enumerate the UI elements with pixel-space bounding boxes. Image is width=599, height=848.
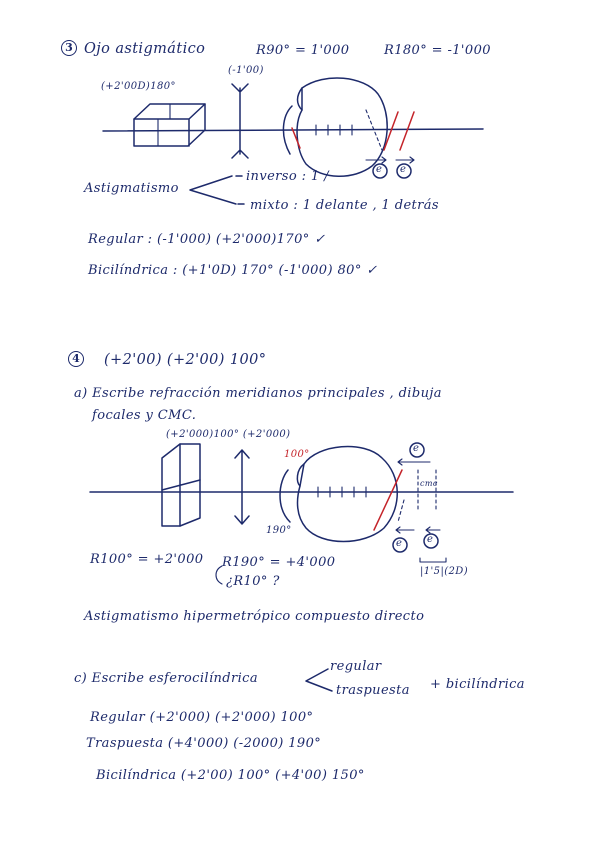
exercise-3-number: 3	[61, 40, 77, 56]
ex4-r100: R100° = +2'000	[90, 552, 204, 567]
ex4-focal-bottom-letter-2: e	[427, 534, 434, 545]
ex4-part-a-line2: focales y CMC.	[92, 408, 197, 423]
crystalline-ex4	[279, 469, 291, 523]
focal-circle-top	[409, 442, 425, 458]
ex3-focal-back-letter: e	[376, 164, 383, 175]
axis-ticks-ex3	[315, 124, 353, 136]
ex4-regular: Regular (+2'000) (+2'000) 100°	[90, 710, 314, 725]
eye-globe-ex4	[296, 445, 398, 543]
cylinder-lens-lines	[157, 103, 171, 147]
ex4-r190: R190° = +4'000	[222, 555, 336, 570]
astig-brace-tips	[235, 175, 245, 205]
exercise-4-number: 4	[68, 351, 84, 367]
ex3-meridian-180: R180° = -1'000	[384, 43, 491, 58]
ex3-minus-lens-label: (-1'00)	[228, 65, 264, 76]
focal-line-dashed-2	[397, 499, 405, 523]
ex4-r10-question: ¿R10° ?	[226, 574, 280, 589]
ex4-formula: (+2'00) (+2'00) 100°	[104, 352, 267, 368]
cylinder-lens-ex3	[133, 103, 206, 147]
ex4-classification: Astigmatismo hipermetrópico compuesto di…	[84, 609, 425, 624]
ex4-cmc-label: cmc	[420, 479, 438, 488]
eye-globe-ex3	[296, 77, 388, 177]
ex4-focal-bottom-letter-1: e	[396, 538, 403, 549]
focal-circle-front	[396, 163, 412, 179]
ex3-branch-mixto: mixto : 1 delante , 1 detrás	[250, 198, 440, 213]
focal-arrow-top	[397, 458, 431, 466]
focal-arrows-bottom	[395, 526, 441, 534]
ex4-bicilindrica: Bicilíndrica (+2'00) 100° (+4'00) 150°	[96, 768, 365, 783]
ray-red-ex3	[291, 127, 301, 149]
ex4-interval-label: |1'5|(2D)	[420, 566, 468, 577]
focal-circle-bottom-1	[392, 537, 408, 553]
ex4-part-a-line1: a) Escribe refracción meridianos princip…	[74, 386, 442, 401]
ex4-plus-bicilindrica: + bicilíndrica	[430, 677, 525, 692]
ex3-cyl-lens-label: (+2'00D)180°	[101, 81, 176, 92]
ex4-axis-190: 190°	[266, 525, 292, 536]
toric-lens-lines	[161, 443, 201, 527]
focal-circle-back	[372, 163, 388, 179]
ex3-diagram	[102, 77, 484, 205]
crystalline-ex3	[282, 105, 293, 155]
ex4-brace-traspuesta: traspuesta	[336, 683, 410, 698]
ex4-focal-top-letter: e	[413, 443, 420, 454]
focal-interval-dashes	[417, 469, 437, 513]
focal-line-red-ex4	[373, 469, 403, 531]
ex4-brace-regular: regular	[330, 659, 382, 674]
ex3-focal-front-letter: e	[400, 164, 407, 175]
focal-circle-bottom-2	[423, 533, 439, 549]
ex4-traspuesta: Traspuesta (+4'000) (-2000) 190°	[86, 736, 322, 751]
ex3-meridian-90: R90° = 1'000	[256, 43, 350, 58]
focal-line-dashed-1	[365, 109, 383, 151]
cornea-ex3	[296, 87, 303, 111]
astig-brace	[189, 175, 237, 205]
ex4-lens-labels: (+2'000)100° (+2'000)	[166, 429, 291, 440]
focal-line-red-2	[399, 111, 415, 151]
ex3-bicilindrica: Bicilíndrica : (+1'0D) 170° (-1'000) 80°…	[88, 263, 378, 278]
ex3-title: Ojo astigmático	[84, 41, 206, 57]
axis-ticks-ex4	[317, 486, 367, 498]
minus-lens-ex3	[231, 83, 249, 159]
ex4-diagram	[89, 442, 514, 692]
ex3-regular: Regular : (-1'000) (+2'000)170° ✓	[88, 232, 326, 247]
cylinder-lens-edges	[133, 103, 206, 147]
interval-bracket	[419, 557, 447, 563]
cornea-ex4	[296, 463, 305, 487]
part-c-brace	[305, 668, 333, 692]
focal-arrows-ex3	[365, 156, 415, 164]
r10-brace	[215, 565, 223, 585]
ex3-branch-inverso: inverso : 1 /	[246, 169, 329, 184]
ex4-part-c: c) Escribe esferocilíndrica	[74, 671, 259, 686]
ex3-astigmatismo-label: Astigmatismo	[84, 181, 179, 196]
convex-lens-ex4	[234, 449, 250, 525]
focal-line-red-1	[383, 111, 399, 151]
ex4-axis-100: 100°	[284, 449, 310, 460]
